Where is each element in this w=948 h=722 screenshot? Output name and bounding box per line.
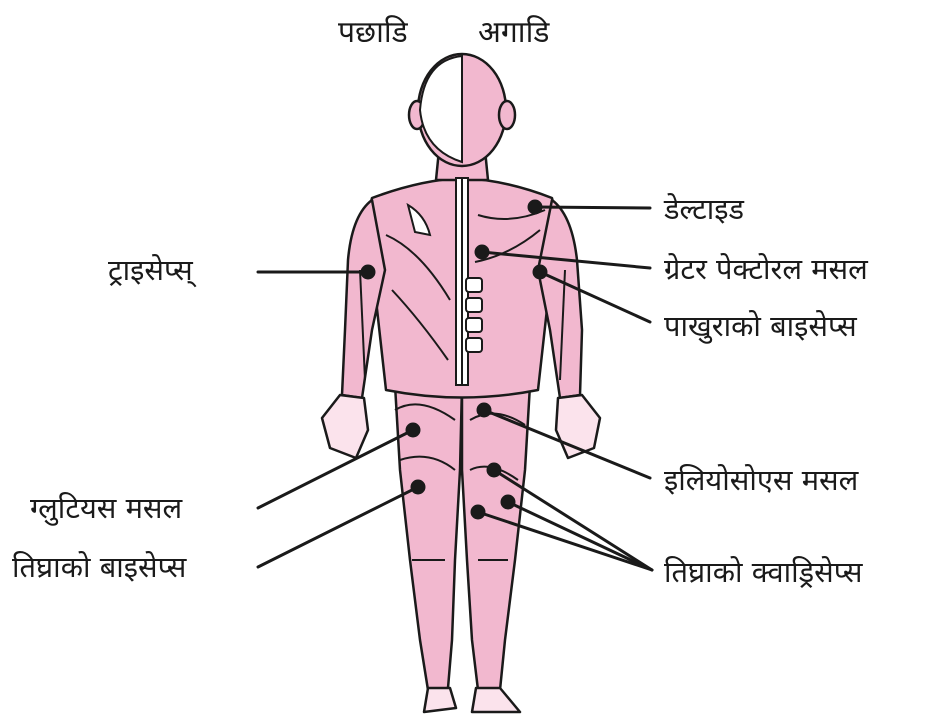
left-leg <box>395 385 462 690</box>
right-leg <box>462 385 530 690</box>
label-hamstring: तिघ्राको बाइसेप्स <box>12 553 186 582</box>
ab-block <box>466 338 482 352</box>
label-gluteus: ग्लुटियस मसल <box>30 494 182 523</box>
back-head-half <box>420 56 462 162</box>
right-foot <box>472 688 520 712</box>
label-triceps: ट्राइसेप्स् <box>108 256 193 285</box>
label-biceps-arm: पाखुराको बाइसेप्स <box>664 312 857 341</box>
ab-block <box>466 298 482 312</box>
ab-block <box>466 278 482 292</box>
left-foot <box>424 688 456 712</box>
right-hand <box>322 395 368 458</box>
label-pectoralis: ग्रेटर पेक्टोरल मसल <box>664 255 868 284</box>
ab-block <box>466 318 482 332</box>
right-ear <box>499 101 515 129</box>
label-deltoid: डेल्टाइड <box>664 195 744 224</box>
label-quadriceps: तिघ्राको क्वाड्रिसेप्स <box>664 558 862 587</box>
label-iliopsoas: इलियोसोएस मसल <box>664 466 858 495</box>
